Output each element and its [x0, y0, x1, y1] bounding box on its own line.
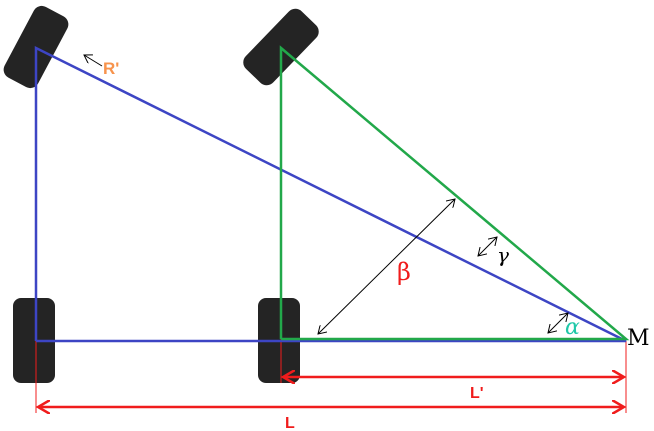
r-prime-label: R': [103, 59, 119, 78]
alpha-label: α: [565, 315, 580, 340]
alpha-arrow: [548, 313, 568, 333]
rear-left-wheel: [13, 298, 55, 383]
blue-triangle: [34, 45, 627, 343]
r-prime-arrow: [84, 55, 103, 67]
green-triangle: [279, 45, 630, 341]
m-label: M: [627, 326, 650, 351]
gamma-label: γ: [497, 243, 509, 267]
beta-label: β: [397, 258, 411, 286]
l-prime-label: L': [470, 385, 484, 402]
l-label: L: [285, 415, 295, 431]
beta-arrow: [318, 199, 455, 334]
gamma-arrow: [478, 237, 497, 256]
